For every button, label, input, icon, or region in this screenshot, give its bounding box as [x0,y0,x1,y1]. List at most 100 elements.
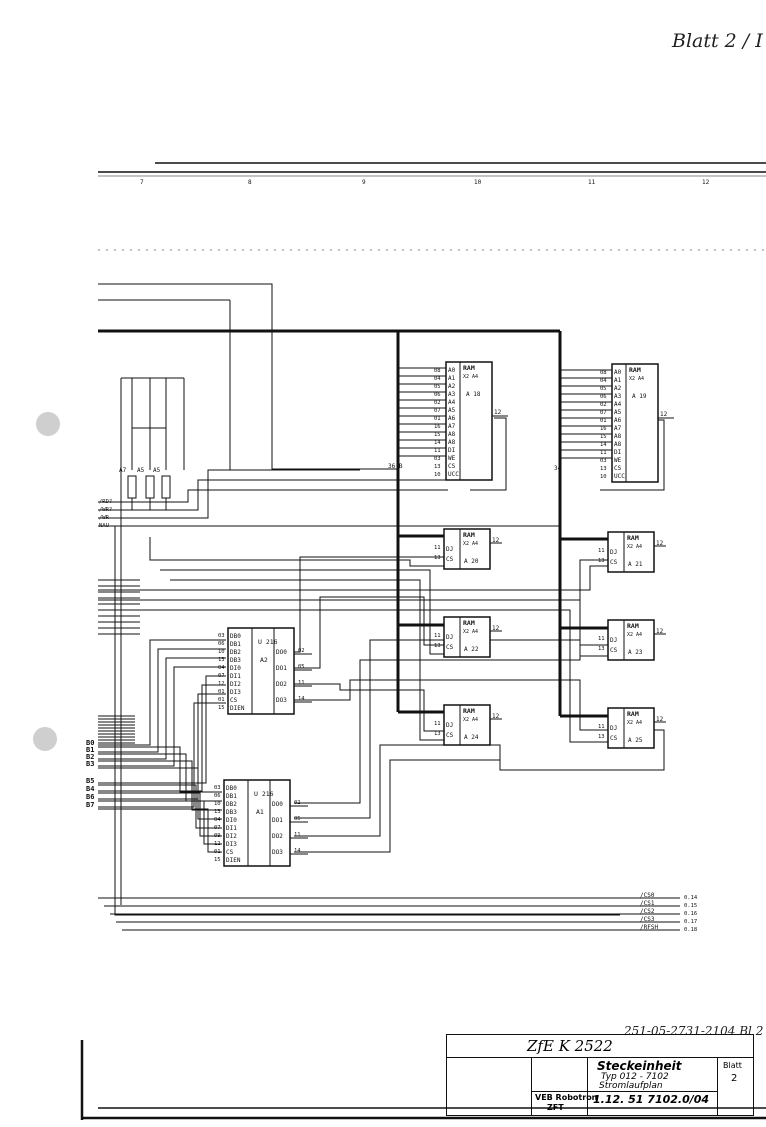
pin-number: 13 [434,731,441,737]
pin-number: 01 [434,416,441,422]
pin-number: 13 [598,558,605,564]
pin-name: A7 [448,423,456,430]
wire [98,693,226,800]
resistor [127,475,137,499]
pin-number: 11 [294,832,301,838]
wire [98,675,226,784]
data-input-label: B5 [86,777,94,785]
pin-name: DB2 [226,801,237,808]
resistor [145,475,155,499]
pin-number: 10 [434,472,441,478]
chip-id: A 20 [464,558,479,565]
pin-number: 12 [660,411,668,418]
pin-number: 15 [218,705,225,711]
pin-number: 12 [214,841,221,847]
wire [98,808,222,853]
pin-name: A5 [614,409,622,416]
wire [98,684,226,792]
pin-number: 11 [598,548,605,554]
signal-reference: 0.16 [684,911,697,917]
pin-number: 09 [214,833,221,839]
pin-name: A8 [448,439,456,446]
pin-name: A2 [448,383,456,390]
title-type: Typ 012 - 7102 [601,1072,669,1082]
pin-name: A1 [614,377,622,384]
pin-number: 12 [656,540,664,547]
pin-number: 11 [600,450,607,456]
pin-name: DI0 [226,817,237,824]
wire [98,666,226,767]
pin-name: DIEN [230,705,245,712]
pin-name: A4 [448,399,456,406]
pin-name: DO0 [272,801,283,808]
pin-number: 13 [434,555,441,561]
title-company-sub: ZFT [547,1103,564,1112]
wire [98,657,226,760]
chip-id: A 23 [628,649,643,656]
pin-number: 06 [218,641,225,647]
pin-number: 12 [218,681,225,687]
binder-hole-top [36,412,60,436]
signal-label: /CS0 [640,892,655,899]
chip-id: A 22 [464,646,479,653]
pin-name: DJ [446,722,453,729]
pin-number: 01 [218,689,225,695]
chip-type: U 216 [258,638,278,646]
column-number: 11 [588,179,596,186]
pin-name: CS [446,732,454,739]
pin-number: 05 [294,816,301,822]
data-input-label: B3 [86,760,94,768]
pin-number: 13 [598,734,605,740]
pin-number: 07 [434,408,441,414]
pin-number: 12 [492,713,500,720]
pin-name: DI1 [226,825,237,832]
pin-name: DB3 [226,809,237,816]
pin-name: A4 [614,401,622,408]
pin-name: WE [448,455,456,462]
resistor [161,475,171,499]
pin-number: 13 [434,464,441,470]
pin-number: 07 [214,825,221,831]
pin-name: DJ [610,549,617,556]
pin-number: 11 [598,724,605,730]
chip-subtitle: X2 A4 [463,629,478,635]
chip-id: A 21 [628,561,643,568]
pin-name: DO0 [276,649,287,656]
chip-subtitle: X2 A4 [627,720,642,726]
pin-name: A8 [614,433,622,440]
pin-number: 08 [600,370,607,376]
input-label: /WR [99,515,110,521]
pin-number: 10 [600,474,607,480]
pin-name: CS [230,697,238,704]
bus-label: 34 [554,465,562,472]
pin-number: 13 [600,466,607,472]
driver-chip-a1: U 216A1DB003DB106DB210DB313DI004DI107DI2… [214,779,308,867]
pin-number: 14 [294,848,301,854]
chip-title: RAM [463,707,475,715]
pin-name: A2 [614,385,622,392]
pin-name: DJ [446,546,453,553]
wire [98,702,226,808]
pin-name: DB2 [230,649,241,656]
pin-name: DJ [610,725,617,732]
column-number: 9 [362,179,366,186]
pin-number: 14 [298,696,305,702]
title-sheet-label: Blatt [723,1061,742,1070]
pin-number: 16 [434,424,441,430]
pin-number: 08 [434,368,441,374]
pin-name: CS [446,644,454,651]
title-kind: Stromlaufplan [599,1081,663,1091]
pin-name: A8 [448,431,456,438]
pin-number: 15 [214,857,221,863]
pin-name: CS [614,465,622,472]
pin-number: 13 [434,643,441,649]
wire [98,746,222,793]
title-handwritten-code: ZfE K 2522 [527,1037,613,1055]
pin-number: 10 [218,649,225,655]
pin-name: DJ [610,637,617,644]
pin-name: A3 [614,393,622,400]
chip-body [443,528,491,570]
pin-name: DI2 [230,681,241,688]
chip-body [443,704,491,746]
